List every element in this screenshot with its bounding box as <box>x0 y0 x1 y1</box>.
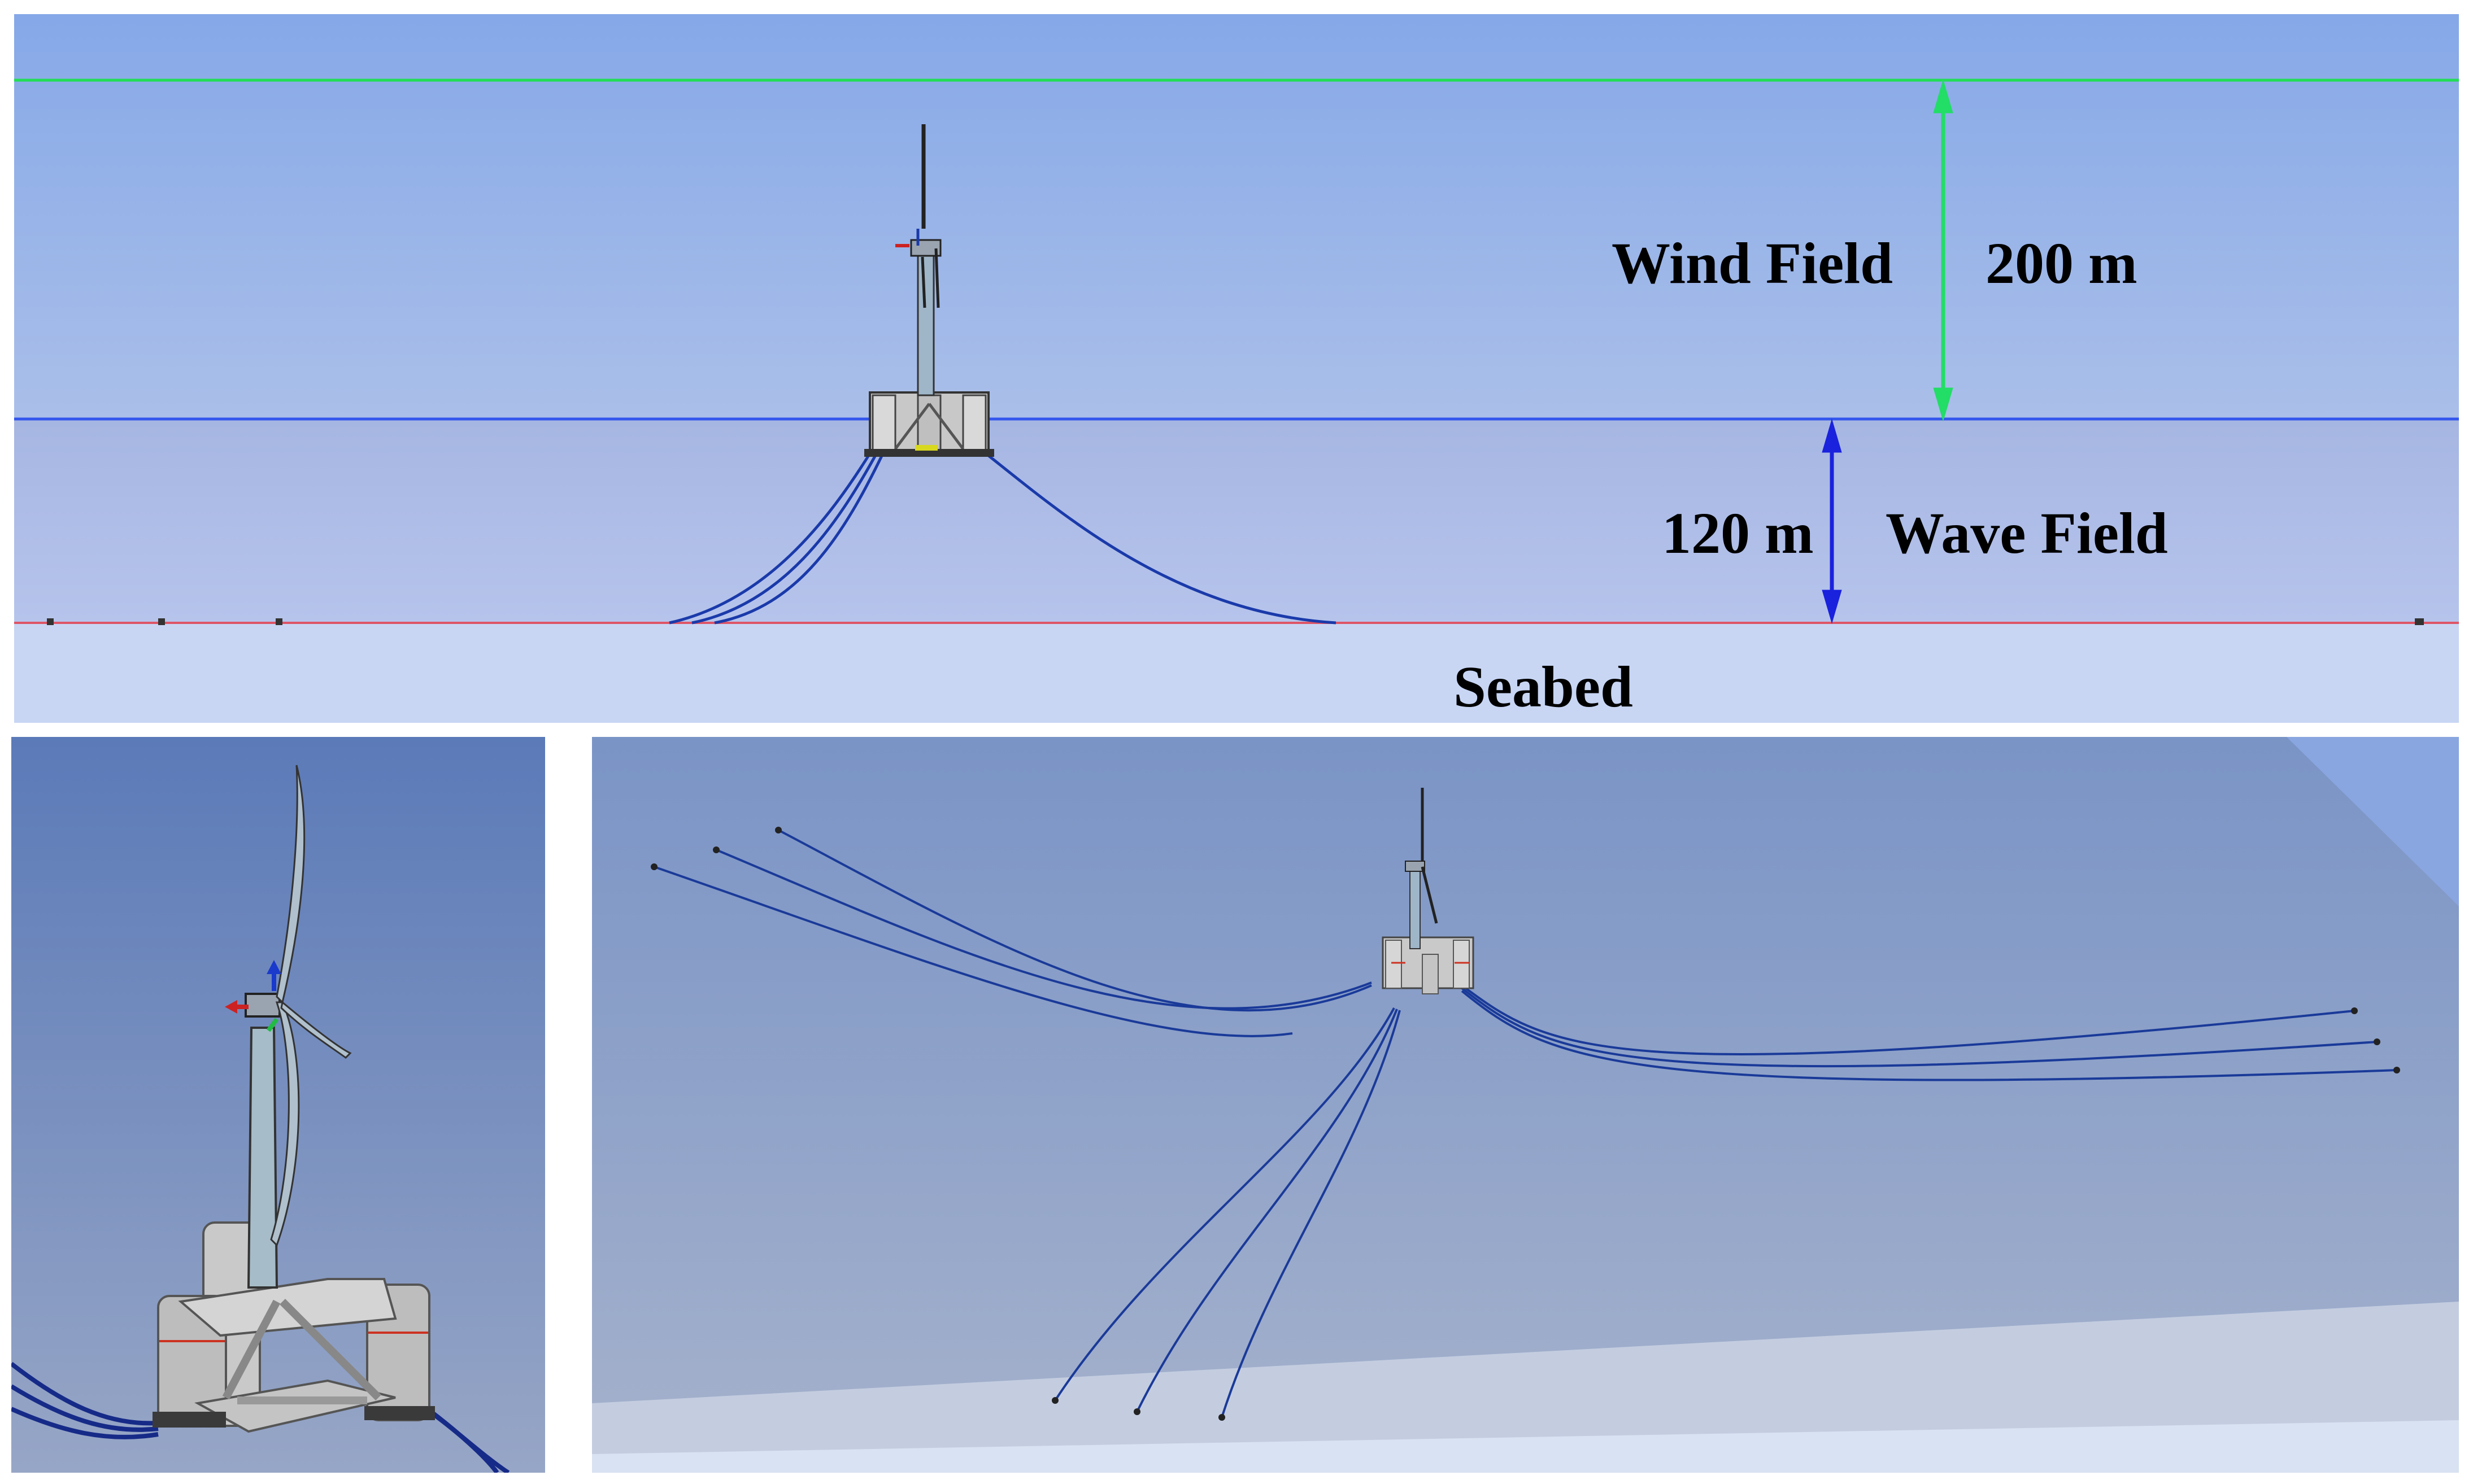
wave-field-label: Wave Field <box>1886 501 2168 566</box>
close-up-perspective-view <box>11 737 545 1473</box>
below-seabed-region <box>14 623 2459 723</box>
close-up-mooring-lines <box>11 1361 510 1473</box>
overview-perspective-view <box>592 737 2459 1473</box>
seabed-label: Seabed <box>1453 654 1633 719</box>
close-up-canvas <box>11 737 545 1473</box>
overview-anchor-points <box>651 827 2400 1421</box>
overview-canvas <box>592 737 2459 1473</box>
wind-height-label: 200 m <box>1986 231 2137 296</box>
wind-turbine <box>895 124 942 396</box>
close-up-background <box>11 737 545 1473</box>
air-region <box>14 14 2459 419</box>
overview-turbine <box>1382 788 1474 994</box>
wave-field-arrow <box>1822 418 1842 624</box>
mooring-lines <box>669 448 1336 625</box>
water-region <box>14 419 2459 623</box>
side-elevation-canvas <box>14 14 2459 723</box>
overview-mooring-lines <box>654 829 2397 1418</box>
floating-platform <box>864 391 994 457</box>
close-up-turbine <box>225 765 352 1289</box>
wind-field-arrow <box>1933 79 1953 422</box>
close-up-platform <box>153 1221 435 1433</box>
side-elevation-view: Wind Field 200 m 120 m Wave Field Seabed <box>14 14 2459 723</box>
seabed-plane-edge <box>592 1420 2459 1473</box>
wind-field-label: Wind Field <box>1612 231 1893 296</box>
anchor-markers <box>47 618 2424 625</box>
wave-depth-label: 120 m <box>1662 501 1814 566</box>
